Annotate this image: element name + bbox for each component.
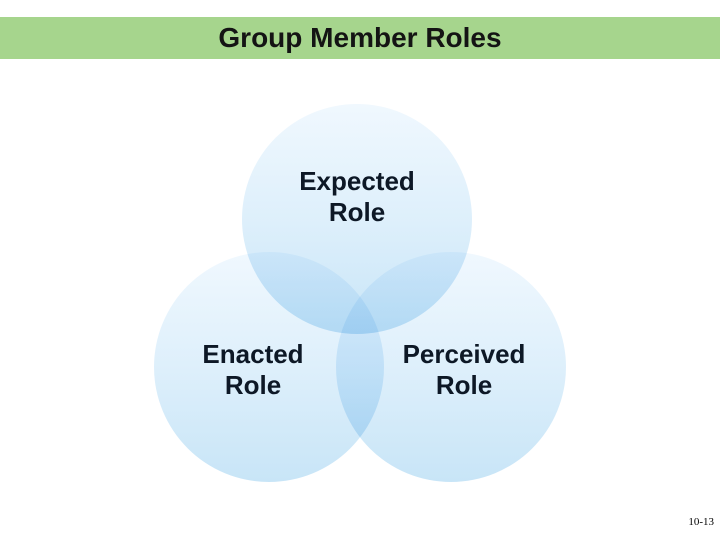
label-expected-line2: Role (328, 197, 386, 227)
label-enacted-line2: Role (224, 370, 282, 400)
page-number: 10-13 (688, 516, 714, 528)
label-enacted-role: Enacted Role (202, 339, 303, 401)
circle-perceived-role (336, 252, 566, 482)
label-expected-line1: Expected (299, 166, 415, 196)
label-expected-role: Expected Role (299, 166, 415, 228)
label-perceived-line2: Role (435, 370, 493, 400)
label-enacted-line1: Enacted (202, 339, 304, 369)
label-perceived-role: Perceived Role (403, 339, 526, 401)
slide-title: Group Member Roles (218, 22, 502, 53)
title-bar: Group Member Roles (0, 17, 720, 59)
label-perceived-line1: Perceived (402, 339, 526, 369)
